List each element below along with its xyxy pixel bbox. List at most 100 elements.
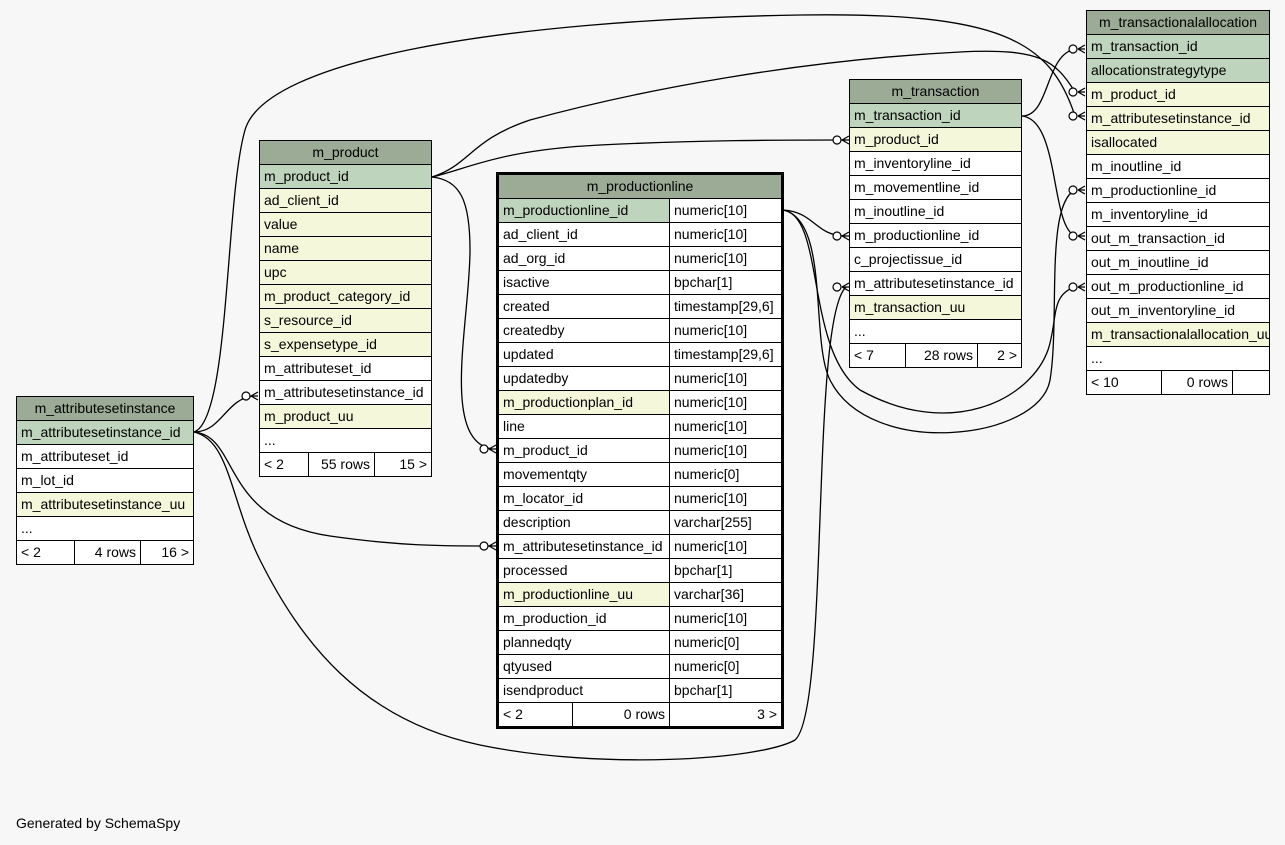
column-name: ad_client_id	[260, 189, 431, 212]
parent-count-link[interactable]: < 10	[1087, 371, 1161, 394]
column-row[interactable]: m_inoutline_id	[1087, 155, 1269, 178]
column-row[interactable]: s_resource_id	[260, 309, 431, 332]
column-row[interactable]: m_attributesetinstance_id	[260, 381, 431, 404]
column-row[interactable]: m_attributesetinstance_uu	[17, 493, 193, 516]
column-name: m_transaction_id	[1087, 35, 1269, 58]
column-row[interactable]: m_transaction_uu	[850, 296, 1021, 319]
column-row[interactable]: upc	[260, 261, 431, 284]
child-count-link[interactable]: 15 >	[375, 453, 431, 476]
column-row[interactable]: m_attributesetinstance_id	[1087, 107, 1269, 130]
column-row[interactable]: m_transactionalallocation_uu	[1087, 323, 1269, 346]
column-row[interactable]: m_attributeset_id	[260, 357, 431, 380]
table-title: m_transactionalallocation	[1087, 11, 1269, 34]
child-count-link[interactable]: 3 >	[670, 703, 781, 726]
column-row[interactable]: ...	[850, 320, 1021, 343]
table-m-transaction[interactable]: m_transaction m_transaction_id m_product…	[849, 79, 1022, 368]
column-row[interactable]: m_inoutline_id	[850, 200, 1021, 223]
column-row[interactable]: m_inventoryline_id	[1087, 203, 1269, 226]
row-count: 4 rows	[75, 541, 140, 564]
column-type: numeric[10]	[670, 199, 781, 222]
crows-foot-icon	[1077, 231, 1086, 241]
column-type: numeric[10]	[670, 223, 781, 246]
column-row[interactable]: out_m_productionline_id	[1087, 275, 1269, 298]
column-row[interactable]: m_lot_id	[17, 469, 193, 492]
column-row[interactable]: out_m_transaction_id	[1087, 227, 1269, 250]
column-row[interactable]: m_attributesetinstance_id	[850, 272, 1021, 295]
table-m-attributesetinstance[interactable]: m_attributesetinstance m_attributesetins…	[16, 396, 194, 565]
parent-count-link[interactable]: < 2	[260, 453, 308, 476]
column-row[interactable]: m_productionline_id	[1087, 179, 1269, 202]
column-row[interactable]: allocationstrategytype	[1087, 59, 1269, 82]
optional-circle-icon	[832, 231, 842, 241]
column-name: isendproduct	[499, 679, 669, 702]
column-row[interactable]: isallocated	[1087, 131, 1269, 154]
column-name: isallocated	[1087, 131, 1269, 154]
column-type: numeric[10]	[670, 607, 781, 630]
column-row[interactable]: m_product_id	[260, 165, 431, 188]
column-name: m_productionplan_id	[499, 391, 669, 414]
child-count-link[interactable]	[1233, 371, 1269, 394]
column-row[interactable]: out_m_inventoryline_id	[1087, 299, 1269, 322]
table-m-product[interactable]: m_product m_product_id ad_client_id valu…	[259, 140, 432, 477]
column-row[interactable]: ...	[260, 429, 431, 452]
column-name: m_product_id	[850, 128, 1021, 151]
column-row[interactable]: m_productionline_id	[850, 224, 1021, 247]
column-type: varchar[36]	[670, 583, 781, 606]
column-name: ad_org_id	[499, 247, 669, 270]
column-row[interactable]: out_m_inoutline_id	[1087, 251, 1269, 274]
crows-foot-icon	[488, 444, 497, 454]
column-type: numeric[0]	[670, 463, 781, 486]
column-row[interactable]: name	[260, 237, 431, 260]
column-row[interactable]: m_inventoryline_id	[850, 152, 1021, 175]
column-row[interactable]: ...	[1087, 347, 1269, 370]
table-m-transactionalallocation[interactable]: m_transactionalallocation m_transaction_…	[1086, 10, 1270, 395]
row-count: 0 rows	[573, 703, 669, 726]
column-row[interactable]: m_transaction_id	[1087, 35, 1269, 58]
column-row[interactable]: m_product_uu	[260, 405, 431, 428]
column-row[interactable]: m_attributesetinstance_id	[17, 421, 193, 444]
column-name: m_attributesetinstance_id	[499, 535, 669, 558]
column-row[interactable]: m_movementline_id	[850, 176, 1021, 199]
column-row[interactable]: m_product_category_id	[260, 285, 431, 308]
column-row[interactable]: c_projectissue_id	[850, 248, 1021, 271]
parent-count-link[interactable]: < 2	[17, 541, 74, 564]
column-row[interactable]: ad_client_id	[260, 189, 431, 212]
column-name: c_projectissue_id	[850, 248, 1021, 271]
parent-count-link[interactable]: < 2	[499, 703, 572, 726]
child-count-link[interactable]: 2 >	[978, 344, 1021, 367]
relationship-line	[193, 395, 255, 433]
column-row[interactable]: m_product_id	[850, 128, 1021, 151]
optional-circle-icon	[241, 391, 251, 401]
column-name: allocationstrategytype	[1087, 59, 1269, 82]
column-row[interactable]: m_product_id	[1087, 83, 1269, 106]
column-row[interactable]: m_transaction_id	[850, 104, 1021, 127]
column-row[interactable]: value	[260, 213, 431, 236]
column-row[interactable]: s_expensetype_id	[260, 333, 431, 356]
child-count-link[interactable]: 16 >	[141, 541, 193, 564]
column-row[interactable]: ...	[17, 517, 193, 540]
parent-count-link[interactable]: < 7	[850, 344, 905, 367]
column-row[interactable]: m_attributeset_id	[17, 445, 193, 468]
